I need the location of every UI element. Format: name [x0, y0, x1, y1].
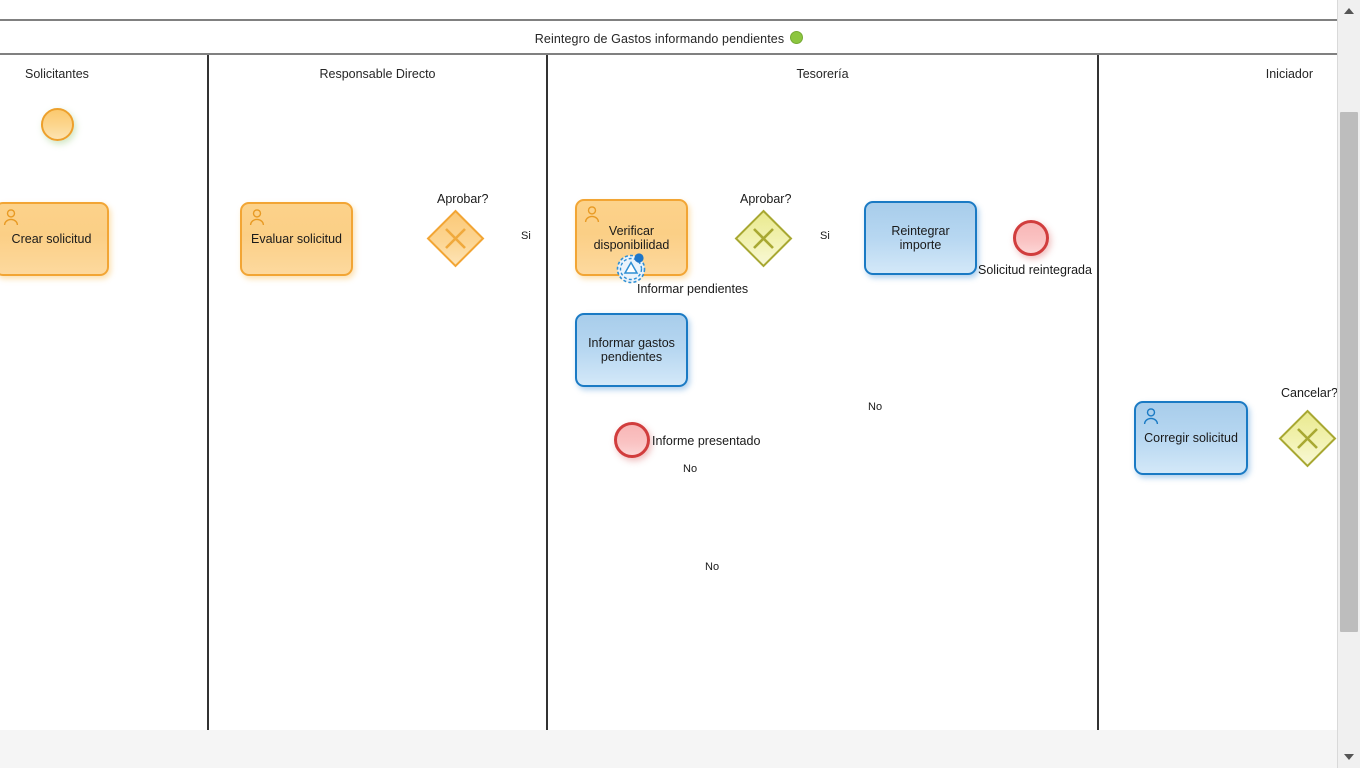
scroll-up-button[interactable]	[1338, 0, 1360, 22]
task-corregir-solicitud[interactable]: Corregir solicitud	[1134, 401, 1248, 475]
flow-label-no-cancelar: No	[703, 561, 721, 573]
lane-label-tesoreria: Tesorería	[547, 67, 1098, 81]
lane-label-solicitantes: Solicitantes	[25, 67, 89, 81]
pool-title-text: Reintegro de Gastos informando pendiente…	[535, 32, 784, 46]
lane-label-responsable-directo: Responsable Directo	[208, 67, 547, 81]
task-informar-gastos-pendientes[interactable]: Informar gastos pendientes	[575, 313, 688, 387]
pool-title: Reintegro de Gastos informando pendiente…	[0, 30, 1338, 46]
pool-header: Reintegro de Gastos informando pendiente…	[0, 19, 1338, 55]
task-label: Crear solicitud	[12, 232, 92, 246]
user-task-icon	[3, 209, 19, 226]
task-evaluar-solicitud[interactable]: Evaluar solicitud	[240, 202, 353, 276]
task-label: Corregir solicitud	[1144, 431, 1238, 445]
task-crear-solicitud[interactable]: Crear solicitud	[0, 202, 109, 276]
user-task-icon	[1143, 408, 1159, 425]
end-event-label-informe-presentado: Informe presentado	[652, 434, 760, 448]
vertical-scrollbar[interactable]	[1337, 0, 1360, 768]
gateway-cancelar[interactable]	[1278, 409, 1337, 468]
gateway-aprobar-1[interactable]	[426, 209, 485, 268]
boundary-event-label: Informar pendientes	[637, 282, 748, 296]
user-task-icon	[249, 209, 265, 226]
task-label: Evaluar solicitud	[251, 232, 342, 246]
start-event[interactable]	[41, 108, 74, 141]
end-event-label-solicitud-reintegrada: Solicitud reintegrada	[978, 263, 1092, 277]
flow-label-si-2: Si	[818, 230, 832, 242]
lane-label-iniciador: Iniciador	[1098, 67, 1313, 81]
gateway-label-cancelar: Cancelar?	[1281, 386, 1338, 400]
gateway-label-aprobar-2: Aprobar?	[740, 192, 791, 206]
task-label: Verificar disponibilidad	[583, 224, 680, 252]
task-label: Reintegrar importe	[872, 224, 969, 252]
lane-divider-1	[207, 55, 209, 730]
lane-container: Solicitantes Responsable Directo Tesorer…	[0, 55, 1338, 730]
canvas-bottom-strip	[0, 730, 1338, 768]
scroll-down-button[interactable]	[1338, 746, 1360, 768]
diagram-canvas[interactable]: Reintegro de Gastos informando pendiente…	[0, 0, 1338, 730]
flow-label-no-gateway2: No	[866, 401, 884, 413]
published-status-dot	[790, 31, 803, 44]
task-label: Informar gastos pendientes	[583, 336, 680, 364]
gateway-aprobar-2[interactable]	[734, 209, 793, 268]
gateway-label-aprobar-1: Aprobar?	[437, 192, 488, 206]
task-reintegrar-importe[interactable]: Reintegrar importe	[864, 201, 977, 275]
flow-label-si-1: Si	[519, 230, 533, 242]
chevron-down-icon	[1344, 754, 1354, 760]
signal-boundary-event-informar-pendientes[interactable]	[613, 250, 649, 286]
flow-label-no-gateway1: No	[681, 463, 699, 475]
lane-divider-3	[1097, 55, 1099, 730]
chevron-up-icon	[1344, 8, 1354, 14]
scrollbar-thumb[interactable]	[1340, 112, 1358, 632]
end-event-informe-presentado[interactable]	[614, 422, 650, 458]
end-event-solicitud-reintegrada[interactable]	[1013, 220, 1049, 256]
lane-divider-2	[546, 55, 548, 730]
user-task-icon	[584, 206, 600, 223]
